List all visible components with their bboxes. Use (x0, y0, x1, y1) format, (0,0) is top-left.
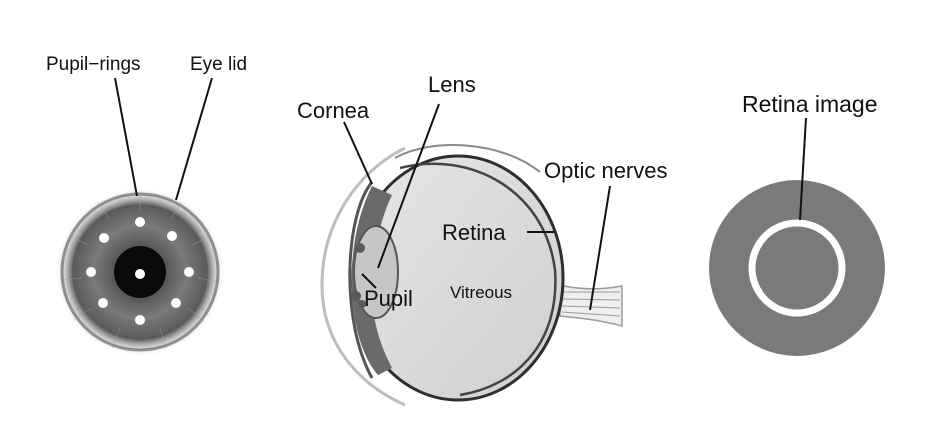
ring-dot (86, 267, 96, 277)
ring-dot (135, 315, 145, 325)
lens (353, 225, 399, 319)
ring-dot (135, 269, 145, 279)
pupil-rings-label: Pupil−rings (46, 54, 141, 75)
lens-label: Lens (428, 72, 476, 97)
optic-nerves-leader (589, 185, 611, 311)
ring-dot (184, 267, 194, 277)
lens-leader (377, 103, 440, 269)
retina-layer (399, 162, 557, 397)
iris-fibers (61, 192, 219, 349)
retina-label: Retina (442, 220, 506, 245)
retina-ring (748, 219, 846, 317)
ring-dot (135, 217, 145, 227)
eye-cross-section: Cornea Lens Optic nerves Retina Pupil Vi… (297, 72, 668, 407)
pupil-label: Pupil (364, 286, 413, 311)
pupil-leader (361, 273, 377, 289)
cornea-leader (343, 121, 373, 185)
cornea-label: Cornea (297, 98, 370, 123)
optic-nerves-label: Optic nerves (544, 158, 668, 183)
ring-dot (171, 298, 181, 308)
sclera-rim (394, 144, 541, 173)
pupil-rings-leader (114, 77, 138, 197)
pupil-ring-dots (86, 217, 194, 325)
iris-illustration: Pupil−rings Eye lid (46, 54, 247, 356)
ring-dot (98, 298, 108, 308)
ring-dot (167, 231, 177, 241)
eye-lid-leader (175, 77, 213, 201)
ciliary-bodies (351, 243, 366, 308)
iris-outer-shadow (60, 192, 220, 352)
vitreous-label: Vitreous (450, 283, 512, 302)
ring-dot (99, 233, 109, 243)
retina-disk (709, 180, 885, 356)
retina-image-illustration: Retina image (709, 91, 885, 356)
retina-image-leader (799, 117, 807, 221)
eye-lid-label: Eye lid (190, 54, 247, 75)
retina-image-label: Retina image (742, 91, 878, 117)
cornea (348, 181, 374, 379)
